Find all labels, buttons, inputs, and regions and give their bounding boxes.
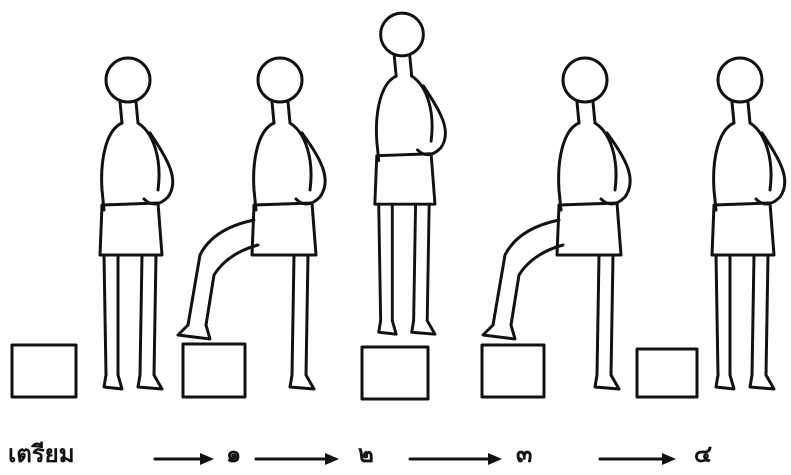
label-step-4: ๔	[694, 440, 712, 468]
long-right-arrow-icon	[410, 453, 502, 465]
long-right-arrow-icon	[256, 453, 339, 465]
step-box-3	[482, 345, 544, 397]
figure-step-3	[483, 58, 630, 389]
step-box-prepare	[12, 345, 76, 397]
figure-step-2	[375, 13, 446, 334]
long-right-arrow-icon	[600, 453, 676, 465]
step-box-1	[183, 344, 245, 397]
label-step-3: ๓	[516, 440, 532, 468]
label-step-1: ๑	[226, 440, 241, 468]
long-right-arrow-icon	[155, 453, 214, 465]
figure-prepare	[100, 58, 173, 389]
label-prepare: เตรียม	[8, 440, 75, 468]
step-box-2	[362, 347, 428, 399]
step-box-4	[637, 349, 697, 397]
figure-step-4	[712, 58, 785, 389]
label-step-2: ๒	[358, 440, 374, 468]
figure-step-1	[178, 58, 325, 389]
